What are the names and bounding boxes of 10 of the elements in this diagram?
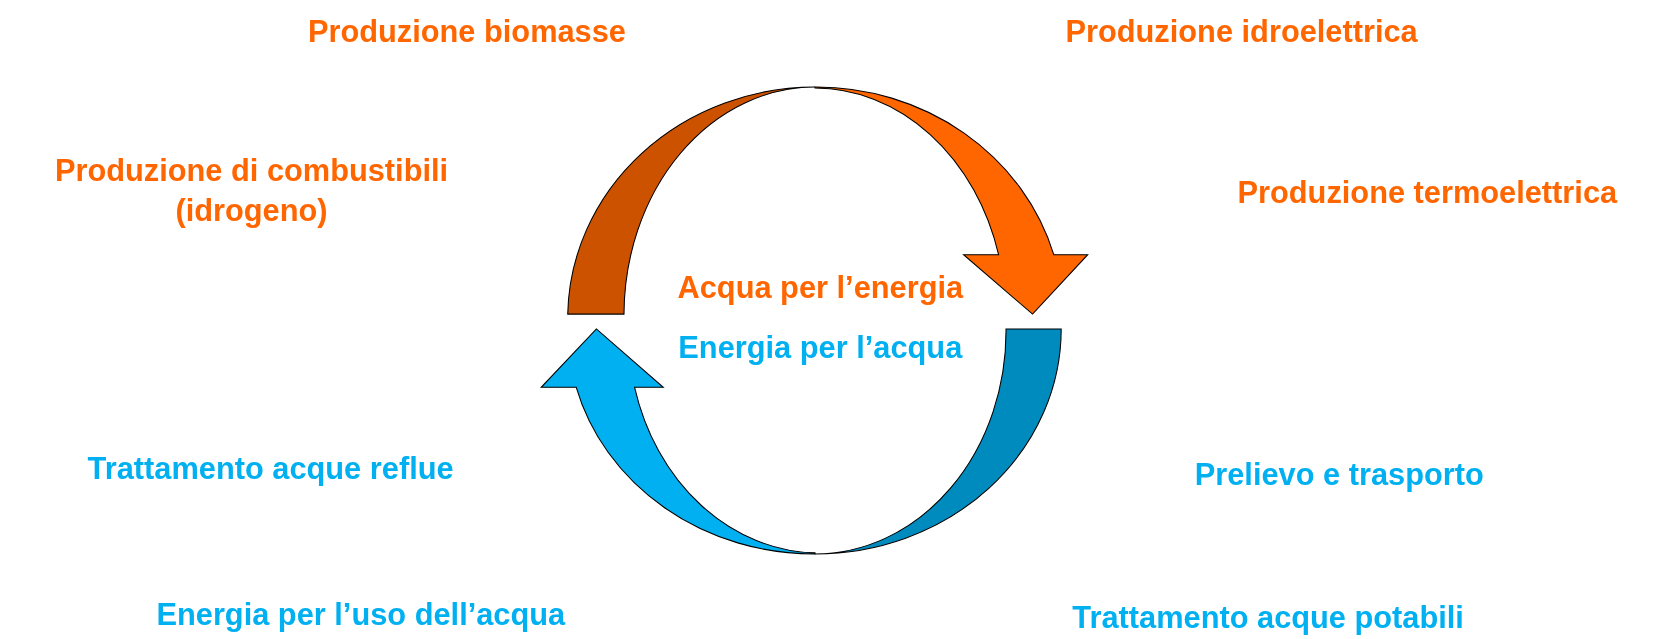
category-label: Produzione biomasse [307,12,626,50]
category-label: Produzione termoelettrica [1237,174,1618,212]
category-label: Produzione di combustibili (idrogeno) [53,152,450,230]
category-label: Prelievo e trasporto [1194,456,1484,494]
category-label: Trattamento acque potabili [1072,599,1464,637]
category-label: Trattamento acque reflue [87,450,454,488]
category-label: Energia per l’uso dell’acqua [156,596,566,634]
category-label: Produzione idroelettrica [1065,12,1418,50]
center-label: Energia per l’acqua [678,329,963,367]
center-label: Acqua per l’energia [677,269,964,307]
